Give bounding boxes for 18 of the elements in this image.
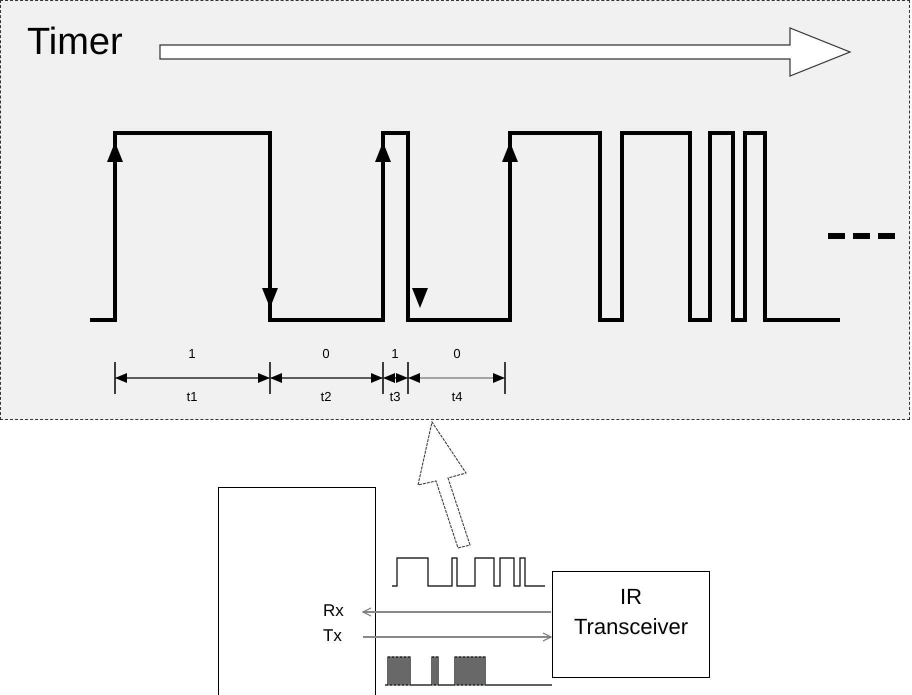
microcontroller-box	[218, 487, 376, 695]
pin-label: Rx	[323, 601, 344, 621]
timing-panel	[0, 0, 910, 420]
interval-label: t1	[186, 389, 198, 404]
interval-label: t4	[452, 389, 462, 404]
arrow	[363, 632, 552, 642]
arrow	[362, 607, 551, 617]
bit-value: 0	[453, 346, 461, 361]
timer-label: Timer	[27, 21, 123, 64]
bit-value: 1	[188, 346, 196, 361]
pin-label: Tx	[323, 626, 342, 646]
transceiver-box	[552, 571, 710, 678]
bit-value: 0	[322, 346, 330, 361]
box-label: IR Transceiver	[572, 583, 690, 641]
bit-value: 1	[391, 346, 399, 361]
block-arrow	[417, 420, 471, 549]
interval-label: t2	[320, 389, 332, 404]
interval-label: t3	[390, 389, 400, 404]
